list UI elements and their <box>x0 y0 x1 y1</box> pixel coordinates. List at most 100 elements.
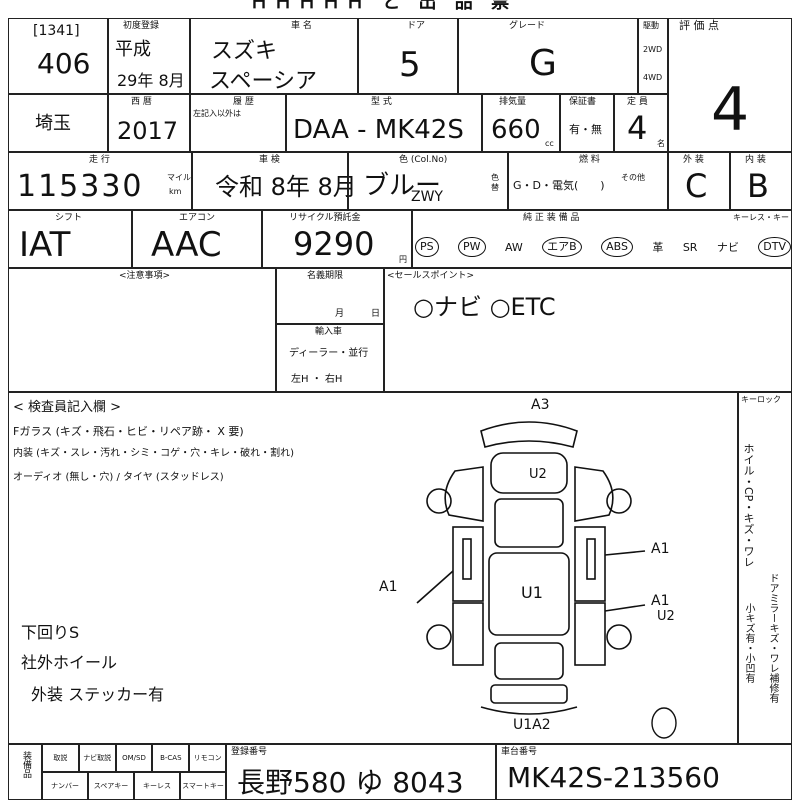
drive-cell: 駆動 2WD 4WD <box>638 18 668 94</box>
equipment-item: ABS <box>601 237 633 257</box>
model-label: 型 式 <box>371 97 392 107</box>
aircon-cell: エアコン AAC <box>132 210 262 268</box>
footer-equip-cell: スペアキー <box>88 772 134 800</box>
footer-equip-cell: スマートキー <box>180 772 226 800</box>
top-banner: ＨＨＨＨＨ と 出 品 票 <box>250 0 516 13</box>
chassis-label: 車台番号 <box>501 747 538 757</box>
footer-equip-cell: ナンバー <box>42 772 88 800</box>
footer-side: 装備品 <box>8 744 42 800</box>
mark-right-1: A1 <box>651 541 670 557</box>
key-label: キーロック <box>741 395 781 404</box>
exterior-value: C <box>685 167 708 205</box>
right-pointer-1 <box>604 550 646 556</box>
vertical-text-2: 小キズ有・小凹有 <box>743 603 754 683</box>
inspection-value: 令和 8年 8月 <box>215 173 357 201</box>
interior-line: 内装 (キズ・スレ・汚れ・シミ・コゲ・穴・キレ・破れ・割れ) <box>13 448 294 459</box>
equipment-label: 純 正 装 備 品 <box>523 213 580 223</box>
footer-equip-cell: キーレス <box>134 772 180 800</box>
mileage-cell: 走 行 115330 マイル km <box>8 152 192 210</box>
grade-cell: グレード G <box>458 18 638 94</box>
make-value-2: スペーシア <box>209 69 318 94</box>
footer-equip-cell: 取説 <box>42 744 79 772</box>
doors-label: ドア <box>407 21 426 31</box>
mark-front-u: U2 <box>529 467 547 482</box>
color-label: 色 (Col.No) <box>399 155 448 165</box>
recycle-label: リサイクル預託金 <box>289 213 361 223</box>
year-cell: 西 暦 2017 <box>108 94 190 152</box>
shift-label: シフト <box>55 213 83 223</box>
fuel-label: 燃 料 <box>579 155 600 165</box>
warranty-value: 有・無 <box>569 123 602 136</box>
import-cell: 輸入車 ディーラー・並行 左H ・ 右H <box>276 324 384 392</box>
mark-right-2: A1 <box>651 593 670 609</box>
exterior-cell: 外 装 C <box>668 152 730 210</box>
drive-label: 駆動 <box>643 21 659 30</box>
recycle-value: 9290 <box>293 225 375 263</box>
footer-side-label: 装備品 <box>21 751 31 778</box>
cc-cell: 排気量 660 cc <box>482 94 560 152</box>
hand-note-2: 社外ホイール <box>21 653 118 672</box>
recycle-cell: リサイクル預託金 9290 円 <box>262 210 412 268</box>
doors-value: 5 <box>399 45 421 85</box>
exterior-label: 外 装 <box>683 155 704 165</box>
right-rear-door <box>574 602 606 666</box>
make-label: 車 名 <box>291 21 312 31</box>
mark-left: A1 <box>379 579 398 595</box>
left-rear-door <box>452 602 484 666</box>
color-value: ブルー <box>363 171 442 201</box>
tailgate <box>490 684 568 704</box>
front-right-wheel <box>606 488 632 514</box>
score-cell: 評 価 点 4 <box>668 18 792 152</box>
lot-number: 406 <box>37 47 91 80</box>
pref-value: 埼玉 <box>35 113 71 134</box>
make-value-1: スズキ <box>211 39 278 64</box>
front-left-wheel <box>426 488 452 514</box>
capacity-unit: 名 <box>657 139 665 148</box>
right-front-door <box>574 526 606 602</box>
recycle-unit: 円 <box>399 255 407 264</box>
hand-note-3: 外装 ステッカー有 <box>31 685 165 704</box>
fuel-cell: 燃 料 G・D・電気( ) その他 <box>508 152 668 210</box>
mark-roof: U1 <box>521 583 543 602</box>
right-pointer-2 <box>604 604 646 612</box>
name-change-cell: 名義期限 月 日 <box>276 268 384 324</box>
color-change: 色替 <box>491 173 499 192</box>
small-circle-mark <box>651 707 677 739</box>
first-reg-cell: 初度登録 平成 29年 8月 <box>108 18 190 94</box>
rear-window <box>494 642 564 680</box>
hand-note-1: 下回りS <box>21 623 80 642</box>
mileage-unit-bot: km <box>169 187 182 196</box>
mileage-value: 115330 <box>17 169 144 204</box>
cc-value: 660 <box>491 115 541 145</box>
equipment-item: DTV <box>758 237 791 257</box>
model-value: DAA - MK42S <box>293 115 464 145</box>
footer-equip-cell: ナビ取説 <box>78 744 116 772</box>
glass-line: Fガラス (キズ・飛石・ヒビ・リペア跡・ X 要) <box>13 425 244 438</box>
caution-cell: <注意事項> <box>8 268 276 392</box>
history-cell: 履 歴 左記入以外は <box>190 94 286 152</box>
doors-cell: ドア 5 <box>358 18 458 94</box>
plate-value: 長野580 ゆ 8043 <box>237 766 464 799</box>
inspection-cell: 車 検 令和 8年 8月 <box>192 152 357 210</box>
score-label: 評 価 点 <box>679 19 719 32</box>
first-reg-label: 初度登録 <box>123 21 160 31</box>
rear-left-wheel <box>426 624 452 650</box>
front-left-fender <box>444 466 484 522</box>
color-code: ZWY <box>411 189 443 205</box>
model-cell: 型 式 DAA - MK42S <box>286 94 482 152</box>
footer-equip-cell: B-CAS <box>152 744 190 772</box>
equipment-item: SR <box>682 240 698 254</box>
make-cell: 車 名 スズキ スペーシア <box>190 18 358 94</box>
cc-label: 排気量 <box>499 97 527 107</box>
fuel-other: その他 <box>621 173 645 182</box>
warranty-cell: 保証書 有・無 <box>560 94 614 152</box>
car-diagram <box>416 421 646 715</box>
lot-bracket: [1341] <box>33 23 80 39</box>
warranty-label: 保証書 <box>569 97 597 107</box>
name-change-label: 名義期限 <box>307 271 344 281</box>
left-pointer <box>416 570 454 604</box>
capacity-label: 定 員 <box>627 97 648 107</box>
windshield <box>494 498 564 548</box>
